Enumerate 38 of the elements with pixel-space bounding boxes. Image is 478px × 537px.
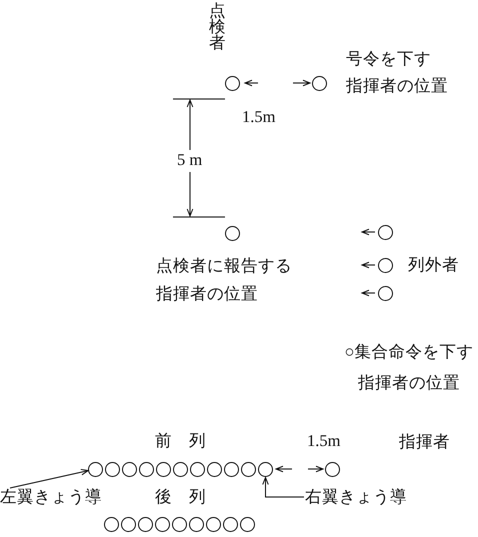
dimension-label: 1.5m (242, 107, 276, 127)
position-circle (139, 462, 154, 476)
caption-label: 点検者に報告する指揮者の位置 (156, 255, 293, 305)
position-circle (156, 462, 171, 476)
leader-line (10, 468, 89, 488)
position-circle (155, 516, 170, 532)
position-circle (190, 462, 205, 476)
caption-label: 指揮者 (399, 432, 450, 452)
note-text: ○集合命令を下す指揮者の位置 (343, 341, 474, 394)
position-circle (88, 462, 103, 476)
position-circle (138, 516, 153, 532)
position-circle (206, 516, 221, 532)
position-circle (105, 462, 120, 476)
row-label: 後 列 (155, 487, 206, 507)
position-circle (104, 516, 119, 532)
position-circle (240, 516, 255, 532)
position-circle (258, 462, 273, 476)
position-circle (241, 462, 256, 476)
dimension-label: 5 m (177, 150, 202, 170)
dimension-label: 1.5m (307, 431, 340, 451)
position-circle (172, 516, 187, 532)
position-circle (207, 462, 222, 476)
position-circle (378, 224, 392, 240)
group-label: 列外者 (408, 255, 459, 275)
position-circle (378, 286, 392, 300)
callout-label: 右翼きょう導 (305, 487, 407, 507)
position-circle (121, 516, 136, 532)
position-circle (224, 462, 239, 476)
caption-label: 号令を下す指揮者の位置 (346, 48, 449, 97)
position-circle (378, 258, 392, 272)
position-circle (223, 516, 238, 532)
position-circle (173, 462, 188, 476)
position-circle (189, 516, 204, 532)
position-circle (122, 462, 137, 476)
row-label: 前 列 (155, 431, 206, 451)
caption-label: 点検者 (209, 3, 227, 51)
callout-label: 左翼きょう導 (0, 487, 102, 507)
leader-line (262, 477, 304, 498)
